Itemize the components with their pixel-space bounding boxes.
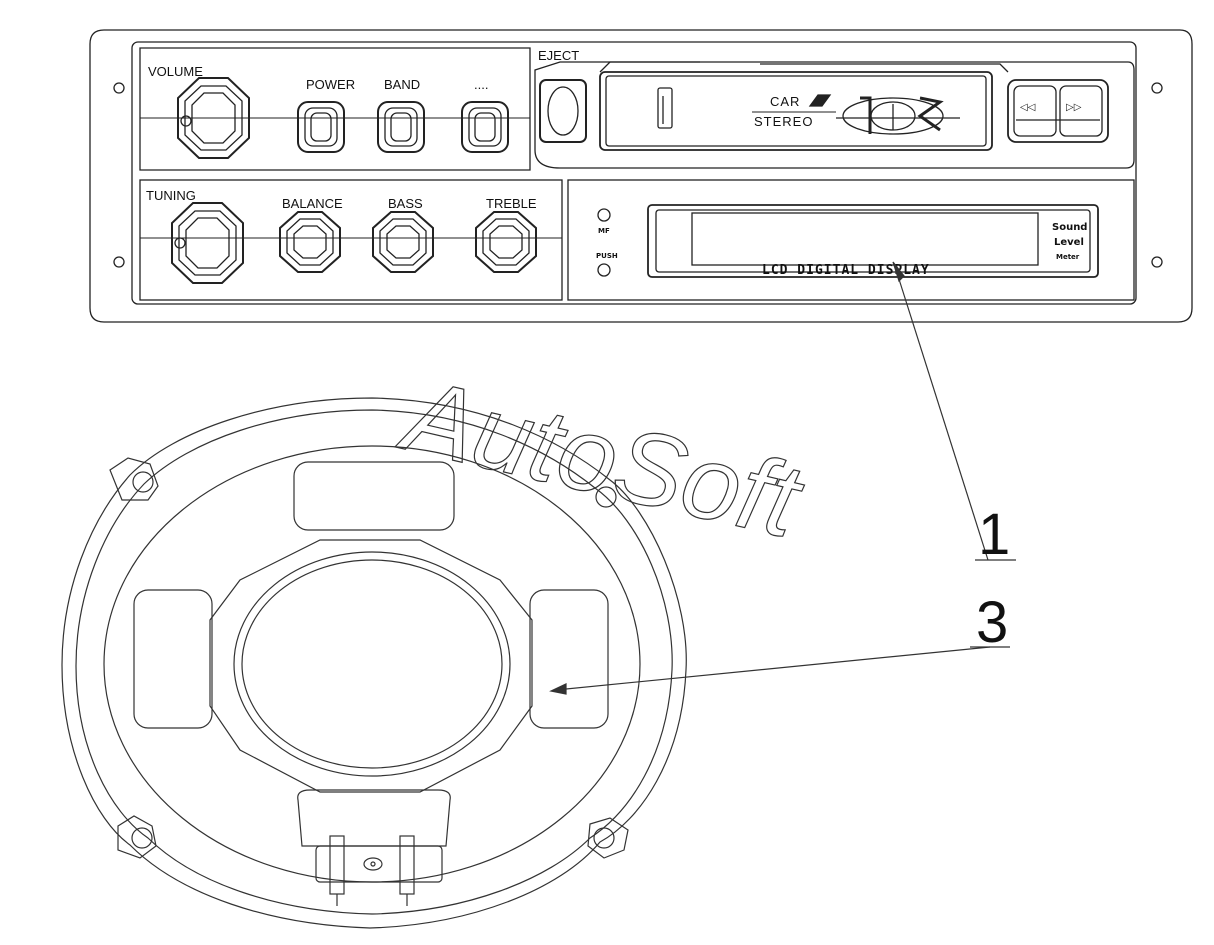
speaker-unit — [61, 397, 687, 929]
mount-hole-right-bottom — [1151, 256, 1163, 268]
callout-number-1: 1 — [978, 502, 1010, 567]
power-label: POWER — [306, 77, 355, 92]
bass-label: BASS — [388, 196, 423, 211]
rewind-symbol: ◁◁ — [1020, 102, 1036, 113]
indicator-light-bottom — [597, 263, 611, 277]
radio-labels: VOLUME POWER BAND .... EJECT CAR STEREO … — [146, 48, 1087, 278]
mount-hole-left-top — [113, 82, 125, 94]
indicator-bottom-label: PUSH — [596, 252, 618, 260]
basket-window-bottom — [297, 789, 451, 847]
radio-outer-frame — [89, 29, 1193, 323]
treble-label: TREBLE — [486, 196, 537, 211]
watermark-text: AutoSoft — [389, 356, 814, 561]
speaker-mount-hole-1 — [132, 471, 154, 493]
upper-control-section — [139, 47, 531, 171]
band-button[interactable] — [377, 101, 425, 153]
volume-label: VOLUME — [148, 64, 203, 79]
lower-control-section — [139, 179, 563, 301]
rewind-button[interactable] — [1013, 85, 1057, 137]
forward-button[interactable] — [1059, 85, 1103, 137]
speaker-outer-flange — [61, 397, 687, 929]
indicator-light-top — [597, 208, 611, 222]
mount-hole-left-bottom — [113, 256, 125, 268]
basket-window-right — [529, 589, 609, 729]
lcd-display-label: LCD DIGITAL DISPLAY — [762, 263, 930, 278]
meter-line-2: Level — [1054, 237, 1084, 248]
cassette-door — [599, 61, 1009, 151]
speaker-cone — [233, 551, 511, 777]
radio-inner-panel — [131, 41, 1137, 305]
forward-symbol: ▷▷ — [1066, 102, 1082, 113]
meter-line-3: Meter — [1056, 253, 1080, 261]
speaker-mount-hole-2 — [595, 486, 617, 508]
meter-line-1: Sound — [1052, 222, 1087, 233]
callout-leaders — [549, 261, 1016, 695]
mount-hole-right-top — [1151, 82, 1163, 94]
indicator-top-label: MF — [598, 227, 610, 235]
leader-line-3 — [555, 646, 991, 691]
third-button-label: .... — [474, 77, 488, 92]
band-label: BAND — [384, 77, 420, 92]
speaker-terminal — [315, 835, 443, 906]
cassette-section — [534, 61, 1135, 169]
tuning-knob[interactable] — [171, 202, 244, 284]
display-section — [567, 179, 1135, 301]
speaker-cone-surround — [209, 539, 533, 793]
eject-button[interactable] — [539, 79, 587, 143]
speaker-mount-hole-4 — [593, 827, 615, 849]
balance-label: BALANCE — [282, 196, 343, 211]
tuning-label: TUNING — [146, 188, 196, 203]
lcd-display — [647, 204, 1099, 278]
car-radio-unit — [89, 29, 1193, 323]
basket-window-left — [133, 589, 213, 729]
brand-car-label: CAR — [770, 94, 800, 109]
treble-knob[interactable] — [475, 211, 537, 273]
transport-buttons — [1007, 79, 1109, 143]
basket-window-top — [293, 461, 455, 531]
volume-knob[interactable] — [177, 77, 250, 159]
eject-label: EJECT — [538, 48, 579, 63]
callout-number-3: 3 — [976, 590, 1008, 655]
speaker-mount-hole-3 — [131, 827, 153, 849]
third-button[interactable] — [461, 101, 509, 153]
power-button[interactable] — [297, 101, 345, 153]
bass-knob[interactable] — [372, 211, 434, 273]
balance-knob[interactable] — [279, 211, 341, 273]
brand-stereo-label: STEREO — [754, 114, 813, 129]
leader-line-1 — [897, 275, 989, 561]
